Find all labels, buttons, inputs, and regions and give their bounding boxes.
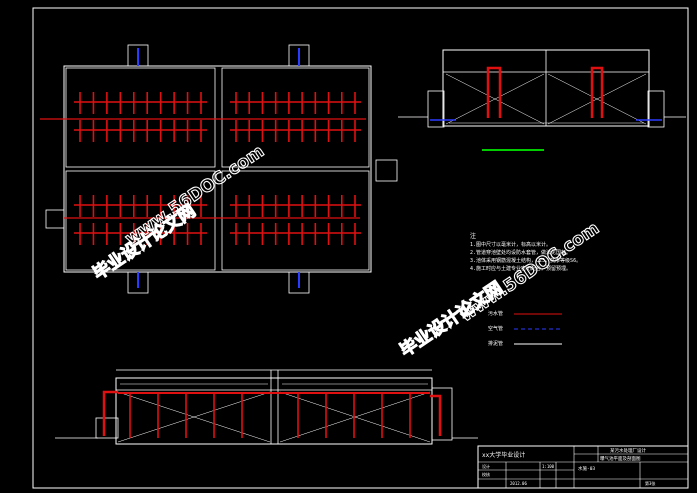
note-line-4: 4.施工时应与土建专业密切配合，预留预埋。 bbox=[470, 265, 571, 272]
title-block: xx大学毕业设计 某污水处理厂设计 曝气池平面及剖面图 设计 校核 2012.0… bbox=[477, 445, 689, 489]
title-date: 2012.06 bbox=[510, 481, 527, 486]
title-sheet: 第3张 bbox=[645, 480, 655, 486]
section-risers bbox=[129, 393, 411, 438]
legend-label-air: 空气管 bbox=[488, 325, 503, 332]
note-line-2: 2.管道穿池壁处均设防水套管，做法见国标。 bbox=[470, 249, 571, 256]
section-view-bottom bbox=[55, 369, 478, 445]
chamber-diagonal bbox=[445, 73, 545, 125]
drawing-border bbox=[32, 7, 689, 489]
chamber-diagonal bbox=[117, 391, 271, 443]
legend: 污水管 空气管 排泥管 bbox=[488, 310, 562, 347]
title-designer: 设计 bbox=[482, 463, 490, 469]
chamber-diagonal bbox=[279, 391, 431, 443]
plan-well-left bbox=[45, 209, 65, 229]
note-line-3: 3.池体采用钢筋混凝土结构，C25，抗渗等级S6。 bbox=[470, 257, 581, 264]
title-checker: 校核 bbox=[482, 471, 490, 477]
title-scale: 1:100 bbox=[542, 464, 555, 469]
legend-label-sewage: 污水管 bbox=[488, 310, 503, 317]
section-view-top bbox=[398, 49, 686, 151]
notes-heading: 注 bbox=[470, 232, 476, 240]
notes-block: 注 1.图中尺寸以毫米计，标高以米计。 2.管道穿池壁处均设防水套管，做法见国标… bbox=[470, 232, 581, 272]
title-project: 某污水处理厂设计 bbox=[610, 447, 646, 454]
plan-aeration-grid bbox=[40, 92, 366, 245]
chamber-diagonal bbox=[547, 73, 647, 125]
plan-view bbox=[40, 44, 398, 294]
plan-well-right bbox=[375, 159, 398, 182]
title-school: xx大学毕业设计 bbox=[482, 451, 525, 459]
note-line-1: 1.图中尺寸以毫米计，标高以米计。 bbox=[470, 241, 551, 248]
section-chambers bbox=[445, 73, 647, 125]
section-chambers-bottom bbox=[117, 391, 431, 443]
title-drawing-no: 水施-03 bbox=[578, 465, 595, 472]
watermark-url-2: www.56DOC.com bbox=[457, 218, 603, 326]
legend-label-sludge: 排泥管 bbox=[488, 340, 503, 347]
title-drawing-title: 曝气池平面及剖面图 bbox=[600, 455, 641, 462]
